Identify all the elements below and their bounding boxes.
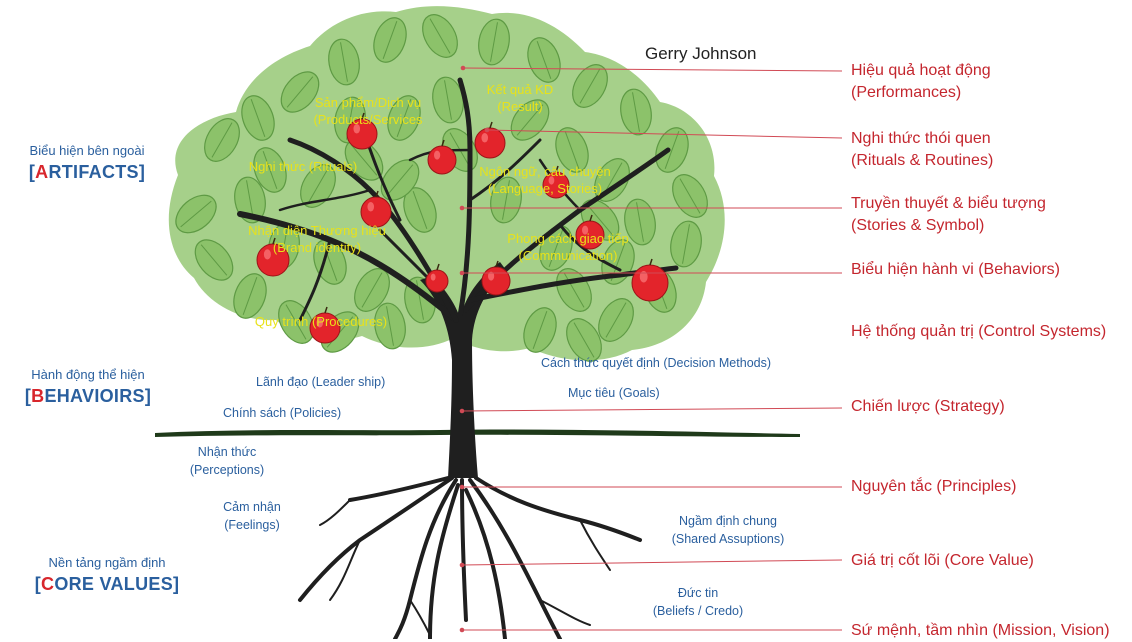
root-label-feelings: Cảm nhận (Feelings) <box>202 498 302 534</box>
trunk-label-decision: Cách thức quyết định (Decision Methods) <box>541 354 771 372</box>
root <box>430 485 458 639</box>
right-label-stories: Truyền thuyết & biểu tượng (Stories & Sy… <box>851 193 1046 237</box>
canopy-label-brand: Nhận diện Thương hiệu (Brand identity) <box>232 222 402 256</box>
right-label-performances: Hiệu quả hoạt động (Performances) <box>851 60 991 104</box>
side-group-core-values: Nền tảng ngầm định [CORE VALUES] <box>12 555 202 595</box>
root <box>410 600 430 635</box>
trunk-label-policies: Chính sách (Policies) <box>223 404 341 422</box>
canopy-label-communication: Phong cách giao tiếp (Communication) <box>488 230 648 264</box>
root <box>395 480 456 639</box>
root <box>320 500 350 525</box>
behaviors-caption: Hành động thể hiện <box>31 367 144 382</box>
trunk-label-goals: Mục tiêu (Goals) <box>568 384 660 402</box>
ground-line <box>155 429 800 437</box>
canopy-label-procedures: Quy trình (Procedures) <box>238 313 404 330</box>
root-label-perceptions: Nhận thức (Perceptions) <box>172 443 282 479</box>
core-values-title: [CORE VALUES] <box>12 574 202 595</box>
trunk-label-leadership: Lãnh đạo (Leader ship) <box>256 373 385 391</box>
root-label-beliefs: Đức tin (Beliefs / Credo) <box>636 584 760 620</box>
right-label-principles: Nguyên tắc (Principles) <box>851 476 1016 498</box>
root <box>462 480 466 620</box>
canopy-label-result: Kết quả KD (Result) <box>470 81 570 115</box>
right-label-strategy: Chiến lược (Strategy) <box>851 396 1005 418</box>
canopy-label-language: Ngôn ngữ, câu chuyện (Language, Stories) <box>462 163 628 197</box>
side-group-behaviors: Hành động thể hiện [BEHAVIOIRS] <box>2 367 174 407</box>
root-label-shared: Ngầm định chung (Shared Assuptions) <box>656 512 800 548</box>
canopy-label-products: Sản phẩm/Dịch vụ (Products/Services <box>298 94 438 128</box>
behaviors-title: [BEHAVIOIRS] <box>2 386 174 407</box>
artifacts-caption: Biểu hiện bên ngoài <box>30 143 145 158</box>
artifacts-title: [ARTIFACTS] <box>8 162 166 183</box>
connector-line <box>462 408 842 411</box>
author-name: Gerry Johnson <box>645 44 757 64</box>
root <box>470 480 560 639</box>
canopy-label-rituals: Nghi thức (Rituals) <box>238 158 368 175</box>
right-label-control: Hệ thống quản trị (Control Systems) <box>851 321 1106 343</box>
right-label-rituals: Nghi thức thói quen (Rituals & Routines) <box>851 128 993 172</box>
right-label-core-value: Giá trị cốt lõi (Core Value) <box>851 550 1034 572</box>
side-group-artifacts: Biểu hiện bên ngoài [ARTIFACTS] <box>8 143 166 183</box>
right-label-behaviors: Biểu hiện hành vi (Behaviors) <box>851 259 1060 281</box>
tree-roots <box>300 478 640 639</box>
root <box>330 540 360 600</box>
core-values-caption: Nền tảng ngầm định <box>48 555 165 570</box>
